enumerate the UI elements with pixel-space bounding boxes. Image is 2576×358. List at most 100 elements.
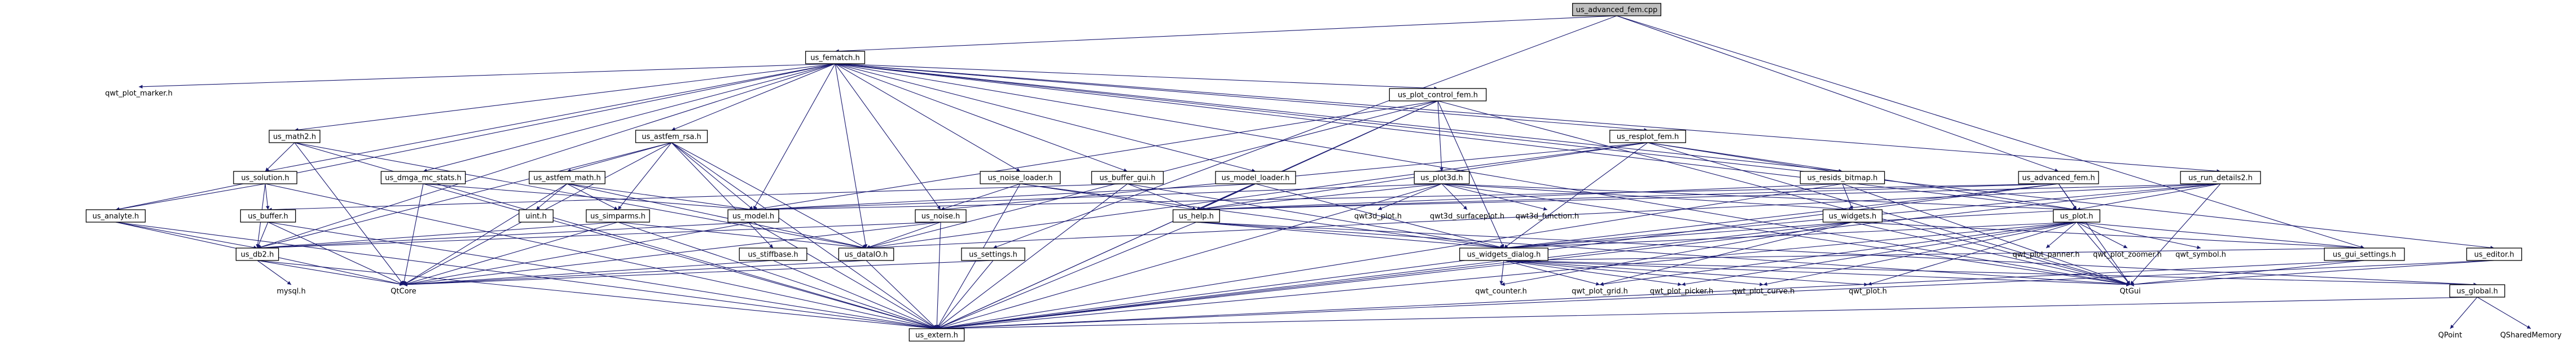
edge-buffer_gui-to-buffer: [267, 183, 1128, 212]
node-label: qwt3d_surfaceplot.h: [1430, 213, 1504, 221]
edge-simparms-to-db2: [257, 222, 618, 250]
node-run-details[interactable]: us_run_details2.h: [2180, 171, 2261, 184]
edge-fematch-to-plot: [835, 63, 2077, 211]
edge-resplot-to-dataIO: [866, 142, 1648, 250]
edge-buffer_gui-to-widgets_dialog: [1127, 183, 1504, 250]
edge-plot3d-to-qwt3d_surface: [1441, 183, 1468, 210]
node-uint[interactable]: uint.h: [519, 209, 554, 223]
edge-advanced_fem-to-model: [753, 183, 2059, 212]
node-model[interactable]: us_model.h: [727, 209, 779, 223]
edge-run_details-to-qtgui: [2130, 183, 2221, 285]
node-resplot[interactable]: us_resplot_fem.h: [1609, 130, 1686, 143]
node-buffer[interactable]: us_buffer.h: [240, 209, 296, 223]
node-simparms[interactable]: us_simparms.h: [586, 209, 650, 223]
edge-db2-to-mysql: [257, 260, 292, 285]
node-qtgui: QtGui: [2119, 288, 2140, 296]
node-qsharedmemory: QSharedMemory: [2500, 332, 2562, 340]
node-box: [586, 209, 650, 223]
node-plot-control[interactable]: us_plot_control_fem.h: [1389, 88, 1487, 101]
node-astfem-math[interactable]: us_astfem_math.h: [529, 171, 605, 184]
node-db2[interactable]: us_db2.h: [235, 247, 279, 261]
node-label: qwt_plot.h: [1849, 288, 1887, 296]
node-resids-bitmap[interactable]: us_resids_bitmap.h: [1800, 171, 1885, 184]
edge-astfem_math-to-dataIO: [567, 183, 867, 249]
node-dataIO[interactable]: us_dataIO.h: [838, 247, 894, 261]
node-astfem-rsa[interactable]: us_astfem_rsa.h: [635, 130, 708, 143]
edge-noise_loader-to-help: [1020, 183, 1197, 211]
node-label: us_analyte.h: [93, 213, 139, 221]
edge-plot-to-widgets_dialog: [1503, 222, 2077, 250]
node-label: QSharedMemory: [2500, 332, 2562, 340]
node-plot[interactable]: us_plot.h: [2053, 209, 2100, 223]
node-model-loader[interactable]: us_model_loader.h: [1215, 171, 1296, 184]
node-settings[interactable]: us_settings.h: [961, 247, 1025, 261]
edge-astfem_rsa-to-model: [671, 142, 754, 210]
node-noise[interactable]: us_noise.h: [915, 209, 967, 223]
edge-model-to-db2: [257, 222, 754, 250]
node-label: uint.h: [525, 213, 547, 221]
node-label: us_advanced_fem.h: [2022, 174, 2095, 183]
node-box: [961, 247, 1025, 261]
edge-fematch-to-resplot: [835, 63, 1648, 132]
node-label: us_buffer_gui.h: [1099, 174, 1155, 183]
node-global[interactable]: us_global.h: [2449, 284, 2505, 298]
node-label: qwt_plot_marker.h: [105, 90, 172, 98]
node-widgets[interactable]: us_widgets.h: [1822, 209, 1883, 223]
node-widgets-dialog[interactable]: us_widgets_dialog.h: [1459, 247, 1548, 261]
node-label: us_buffer.h: [248, 213, 288, 221]
edge-run_details-to-plot: [2076, 183, 2221, 211]
node-help[interactable]: us_help.h: [1173, 209, 1220, 223]
node-label: us_plot.h: [2060, 213, 2094, 221]
node-box: [1215, 171, 1296, 184]
node-label: us_widgets_dialog.h: [1467, 251, 1541, 259]
edge-gui_settings-to-extern: [936, 260, 2365, 330]
node-stiffbase[interactable]: us_stiffbase.h: [739, 247, 808, 261]
node-label: us_advanced_fem.cpp: [1576, 6, 1658, 15]
edge-editor-to-qtgui: [2130, 260, 2495, 286]
edge-plot-to-qwt_plot_picker: [1681, 222, 2077, 286]
node-solution[interactable]: us_solution.h: [233, 171, 297, 184]
node-box: [380, 171, 466, 184]
node-label: qwt_plot_picker.h: [1650, 288, 1714, 296]
node-box: [1572, 3, 1661, 16]
edge-model_loader-to-extern: [936, 183, 1256, 329]
node-label: qwt_plot_zoomer.h: [2093, 251, 2162, 259]
node-label: qwt3d_function.h: [1516, 213, 1579, 221]
node-editor[interactable]: us_editor.h: [2466, 247, 2522, 261]
node-label: us_plot3d.h: [1420, 174, 1463, 183]
node-plot3d[interactable]: us_plot3d.h: [1414, 171, 1470, 184]
node-label: us_widgets.h: [1829, 213, 1877, 221]
edge-run_details-to-dataIO: [866, 183, 2221, 250]
node-qwt3d-plot: qwt3d_plot.h: [1354, 213, 1402, 221]
node-buffer-gui[interactable]: us_buffer_gui.h: [1091, 171, 1164, 184]
node-box: [2180, 171, 2261, 184]
edge-fematch-to-db2: [257, 63, 836, 249]
edge-editor-to-extern: [936, 260, 2495, 331]
node-box: [727, 209, 779, 223]
edge-fematch-to-resids_bitmap: [835, 63, 1843, 173]
edge-help-to-extern: [936, 222, 1197, 329]
node-dmga[interactable]: us_dmga_mc_stats.h: [380, 171, 466, 184]
edge-fematch-to-plot_control: [835, 63, 1438, 91]
edge-fematch-to-run_details: [835, 63, 2221, 173]
node-noise-loader[interactable]: us_noise_loader.h: [980, 171, 1061, 184]
node-label: us_plot_control_fem.h: [1398, 91, 1478, 100]
edge-astfem_rsa-to-extern: [671, 142, 937, 329]
node-extern[interactable]: us_extern.h: [909, 328, 965, 342]
node-box: [529, 171, 605, 184]
node-fematch[interactable]: us_fematch.h: [805, 51, 866, 64]
node-label: us_db2.h: [241, 251, 274, 259]
edge-advanced_fem-to-help: [1196, 183, 2059, 212]
edge-widgets-to-widgets_dialog: [1503, 222, 1853, 250]
edge-fematch-to-noise: [835, 63, 941, 210]
node-advanced-fem[interactable]: us_advanced_fem.h: [2018, 171, 2099, 184]
node-gui-settings[interactable]: us_gui_settings.h: [2324, 247, 2405, 261]
edge-astfem_math-to-uint: [536, 183, 568, 210]
node-qwt-plot-marker: qwt_plot_marker.h: [105, 90, 172, 98]
node-analyte[interactable]: us_analyte.h: [85, 209, 146, 223]
node-root[interactable]: us_advanced_fem.cpp: [1572, 3, 1661, 16]
edge-plot3d-to-plot: [1441, 183, 2077, 212]
node-box: [1389, 88, 1487, 101]
node-math2[interactable]: us_math2.h: [269, 130, 321, 143]
